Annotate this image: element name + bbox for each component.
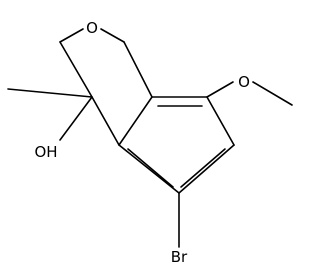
methoxy-oxygen-label: O [238, 73, 250, 91]
bond-c7-c6 [178, 144, 235, 194]
chemical-structure-diagram: O O OH Br [7, 19, 293, 266]
bond-c4-c4a [91, 96, 120, 146]
bond-c1-c8a [123, 41, 153, 98]
bond-c4-methyl [7, 88, 93, 98]
bond-c4-oh [59, 96, 93, 141]
hydroxyl-label: OH [34, 143, 57, 161]
bromine-label: Br [171, 248, 188, 266]
bond-c6-c5 [118, 144, 180, 194]
bond-c4a-c5-inner [127, 148, 174, 188]
bond-c7-c6-inner [180, 148, 226, 188]
bond-c8-c7 [206, 96, 235, 146]
ring-oxygen-label: O [86, 19, 98, 37]
bond-o2-c1 [100, 28, 125, 43]
bond-o-methyl [252, 81, 293, 106]
bond-c3-o2 [59, 28, 84, 43]
bond-c3-c4 [59, 41, 93, 98]
bond-c8-o-methoxy [206, 81, 234, 98]
bond-c4a-c8a [118, 96, 153, 146]
